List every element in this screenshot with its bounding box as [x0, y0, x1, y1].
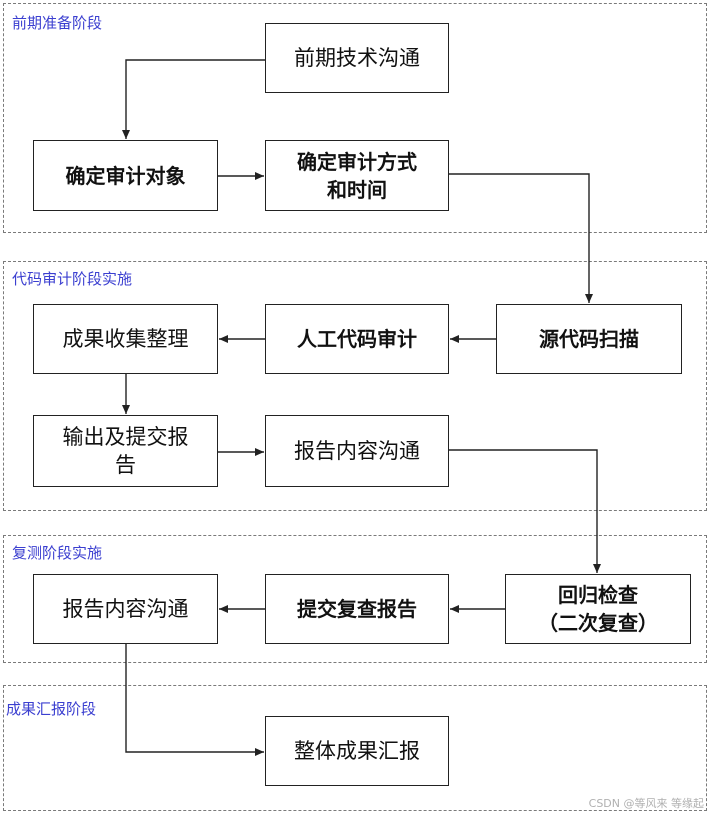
phase-retest: 复测阶段实施: [3, 535, 707, 663]
node-report-communication-2: 报告内容沟通: [33, 574, 218, 644]
watermark-text: CSDN @等风来 等缘起: [588, 797, 704, 810]
phase-audit: 代码审计阶段实施: [3, 261, 707, 511]
phase-title: 前期准备阶段: [12, 14, 103, 32]
phase-results: 成果汇报阶段: [3, 685, 707, 811]
phase-title: 代码审计阶段实施: [12, 270, 133, 288]
node-manual-audit: 人工代码审计: [265, 304, 449, 374]
node-regression-check: 回归检查 （二次复查）: [505, 574, 691, 644]
node-confirm-target: 确定审计对象: [33, 140, 218, 211]
arrow-comm-to-regression: [449, 449, 601, 573]
phase-preparation: 前期准备阶段: [3, 3, 707, 233]
arrow-comm2-to-final: [125, 644, 264, 756]
node-tech-communication: 前期技术沟通: [265, 23, 449, 93]
node-confirm-method: 确定审计方式 和时间: [265, 140, 449, 211]
phase-title: 成果汇报阶段: [6, 700, 97, 718]
node-report-communication: 报告内容沟通: [265, 415, 449, 487]
phase-title: 复测阶段实施: [12, 544, 103, 562]
node-submit-recheck-report: 提交复查报告: [265, 574, 449, 644]
arrow-method-to-scan: [449, 173, 593, 303]
node-source-scan: 源代码扫描: [496, 304, 682, 374]
node-final-report: 整体成果汇报: [265, 716, 449, 786]
node-collect-results: 成果收集整理: [33, 304, 218, 374]
node-output-report: 输出及提交报 告: [33, 415, 218, 487]
arrow-tech-to-target: [122, 59, 265, 139]
